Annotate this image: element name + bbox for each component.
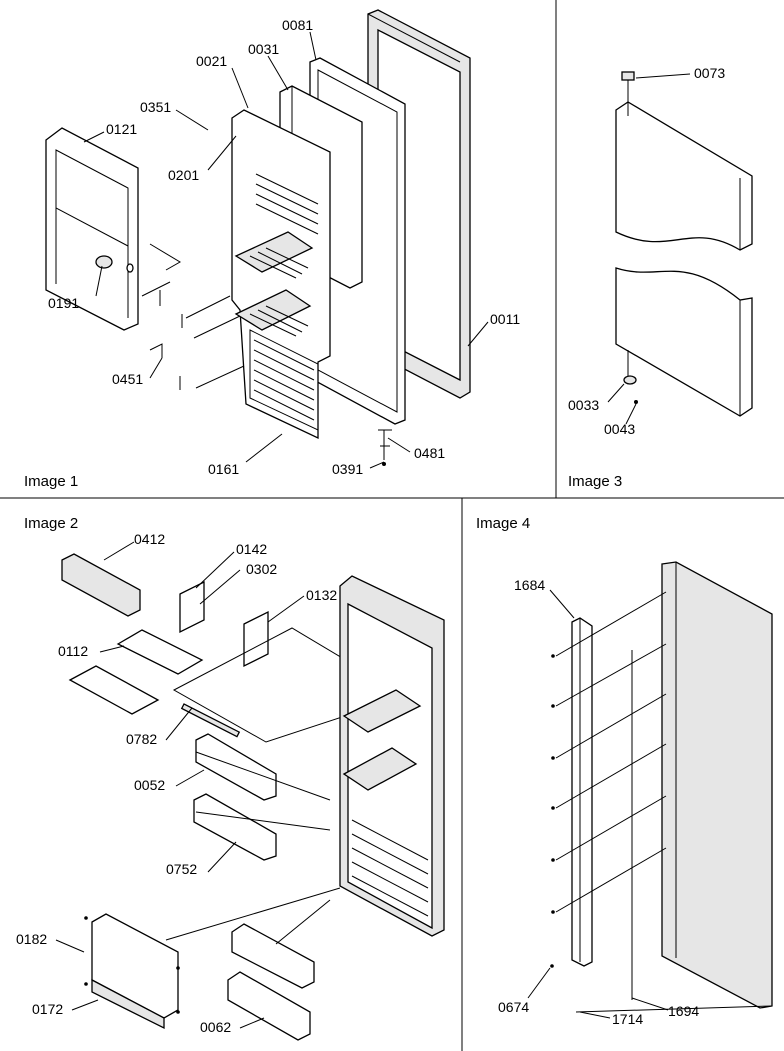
part-label: 0782 xyxy=(126,731,157,747)
part-label: 0182 xyxy=(16,931,47,947)
part-label: 0142 xyxy=(236,541,267,557)
image2-drawing xyxy=(61,553,445,1041)
part-label: 0033 xyxy=(568,397,599,413)
callouts-image3: 0073 0033 0043 xyxy=(568,65,725,437)
part-label: 0172 xyxy=(32,1001,63,1017)
caption-image3: Image 3 xyxy=(568,473,622,490)
part-label: 0132 xyxy=(306,587,337,603)
image4-drawing xyxy=(550,561,773,1013)
leader-lines xyxy=(55,31,691,1029)
part-label: 0302 xyxy=(246,561,277,577)
callouts-image2: 0412 0142 0302 0132 0112 0782 0052 0752 … xyxy=(16,531,337,1035)
part-label: 0062 xyxy=(200,1019,231,1035)
part-label: 0112 xyxy=(58,643,88,659)
part-label: 0161 xyxy=(208,461,239,477)
part-label: 0043 xyxy=(604,421,635,437)
part-label: 0031 xyxy=(248,41,279,57)
caption-image2: Image 2 xyxy=(24,515,78,532)
part-label: 0081 xyxy=(282,17,313,33)
part-label: 1694 xyxy=(668,1003,699,1019)
part-label: 0201 xyxy=(168,167,199,183)
part-label: 0011 xyxy=(490,311,520,327)
part-label: 0351 xyxy=(140,99,171,115)
part-label: 0191 xyxy=(48,295,79,311)
callouts-image1: 0081 0021 0031 0351 0121 0201 0191 0011 … xyxy=(48,17,520,477)
part-label: 0121 xyxy=(106,121,137,137)
panel-captions: Image 1 Image 2 Image 3 Image 4 xyxy=(24,473,622,532)
image3-drawing xyxy=(615,71,753,417)
part-label: 0481 xyxy=(414,445,445,461)
caption-image1: Image 1 xyxy=(24,473,78,490)
part-label: 0021 xyxy=(196,53,227,69)
part-label: 0412 xyxy=(134,531,165,547)
image1-drawing xyxy=(45,9,471,466)
part-label: 0391 xyxy=(332,461,363,477)
part-label: 0073 xyxy=(694,65,725,81)
part-label: 0052 xyxy=(134,777,165,793)
caption-image4: Image 4 xyxy=(476,515,530,532)
part-label: 0674 xyxy=(498,999,529,1015)
callouts-image4: 1684 0674 1714 1694 xyxy=(498,577,699,1027)
part-label: 0451 xyxy=(112,371,143,387)
part-label: 0752 xyxy=(166,861,197,877)
part-label: 1714 xyxy=(612,1011,643,1027)
part-label: 1684 xyxy=(514,577,545,593)
